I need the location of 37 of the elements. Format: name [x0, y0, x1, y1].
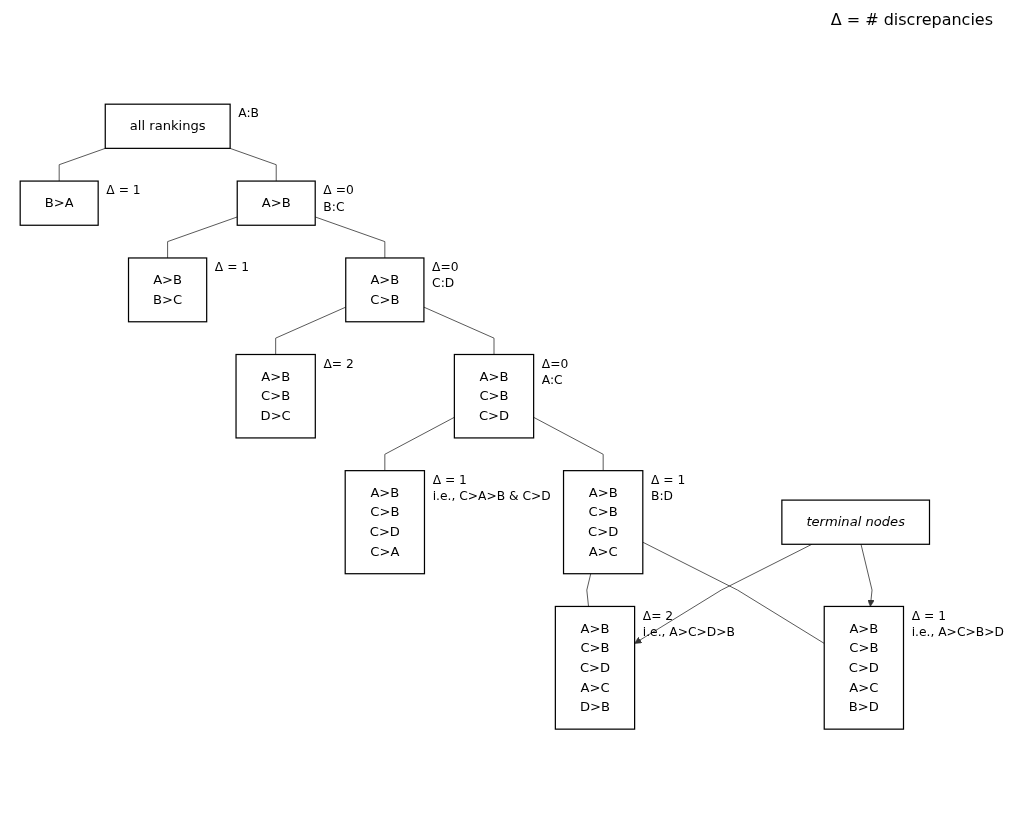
- annotation-text: Δ = 1: [911, 608, 946, 623]
- annotation-text: Δ=0: [541, 356, 568, 371]
- annotation-text: Δ = 1: [105, 183, 141, 198]
- annotation-text: A:B: [237, 106, 259, 121]
- annotation-text: A:C: [541, 373, 563, 388]
- annotation-text: C:D: [431, 276, 454, 291]
- connector: [314, 216, 385, 259]
- annotation-text: Δ =0: [322, 183, 354, 198]
- annotation-text: Δ= 2: [323, 356, 354, 371]
- node-box: B>A: [19, 180, 99, 227]
- annotation-text: B:C: [322, 199, 344, 214]
- node-box: A>B: [236, 180, 316, 227]
- node-box: all rankings: [104, 103, 231, 150]
- node-box: A>B C>B C>D: [453, 354, 534, 439]
- node-box: A>B C>B C>D A>C: [562, 470, 643, 575]
- annotation-text: Δ = 1: [432, 473, 467, 488]
- annotation-text: i.e., C>A>B & C>D: [432, 489, 551, 504]
- connector: [274, 307, 346, 356]
- node-box: A>B C>B D>C: [234, 354, 316, 439]
- node-box: A>B C>B C>D A>C B>D: [823, 606, 904, 731]
- node-box: terminal nodes: [780, 499, 930, 546]
- node-box: A>B C>B C>D C>A: [344, 470, 425, 575]
- annotation-text: B:D: [650, 489, 673, 504]
- connector: [229, 148, 277, 182]
- node-box: A>B B>C: [127, 257, 207, 323]
- connector: [58, 148, 106, 182]
- annotation-text: Δ=0: [431, 260, 459, 275]
- annotation-text: Δ = 1: [214, 260, 249, 275]
- node-box: A>B C>B C>D A>C D>B: [554, 606, 635, 731]
- connector: [585, 573, 591, 608]
- connector: [423, 307, 494, 356]
- note-text: Δ = # discrepancies: [830, 10, 993, 29]
- annotation-text: i.e., A>C>D>B: [642, 625, 735, 640]
- annotation-text: Δ= 2: [642, 608, 673, 623]
- node-box: A>B C>B: [344, 257, 425, 323]
- annotation-text: Δ = 1: [650, 473, 685, 488]
- annotation-text: i.e., A>C>B>D: [911, 625, 1004, 640]
